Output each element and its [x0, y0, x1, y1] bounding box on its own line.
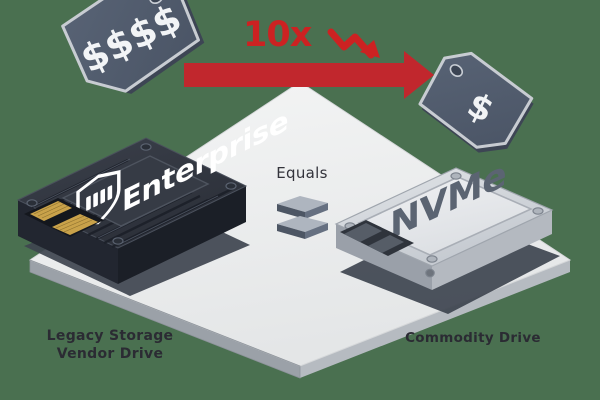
drive-screws [26, 143, 237, 245]
downward-trend-arrow-icon [327, 28, 380, 59]
enterprise-label-plate [61, 155, 210, 227]
legacy-drive-label: Legacy Storage Vendor Drive [46, 328, 174, 362]
tag-hole [149, 0, 164, 5]
drive-screws [344, 172, 544, 278]
equals-sign-icon [277, 196, 328, 239]
tag-hole [449, 64, 464, 78]
price-tag-expensive: $$$$ [61, 0, 205, 94]
equals-label: Equals [276, 164, 328, 182]
cost-reduction-arrow [184, 51, 434, 99]
commodity-drive-label: Commodity Drive [405, 330, 541, 346]
sata-connector [340, 220, 414, 256]
ten-x-callout: 10x [243, 15, 312, 55]
sata-connector [24, 198, 104, 237]
price-tag-cheap: $ [418, 51, 534, 153]
